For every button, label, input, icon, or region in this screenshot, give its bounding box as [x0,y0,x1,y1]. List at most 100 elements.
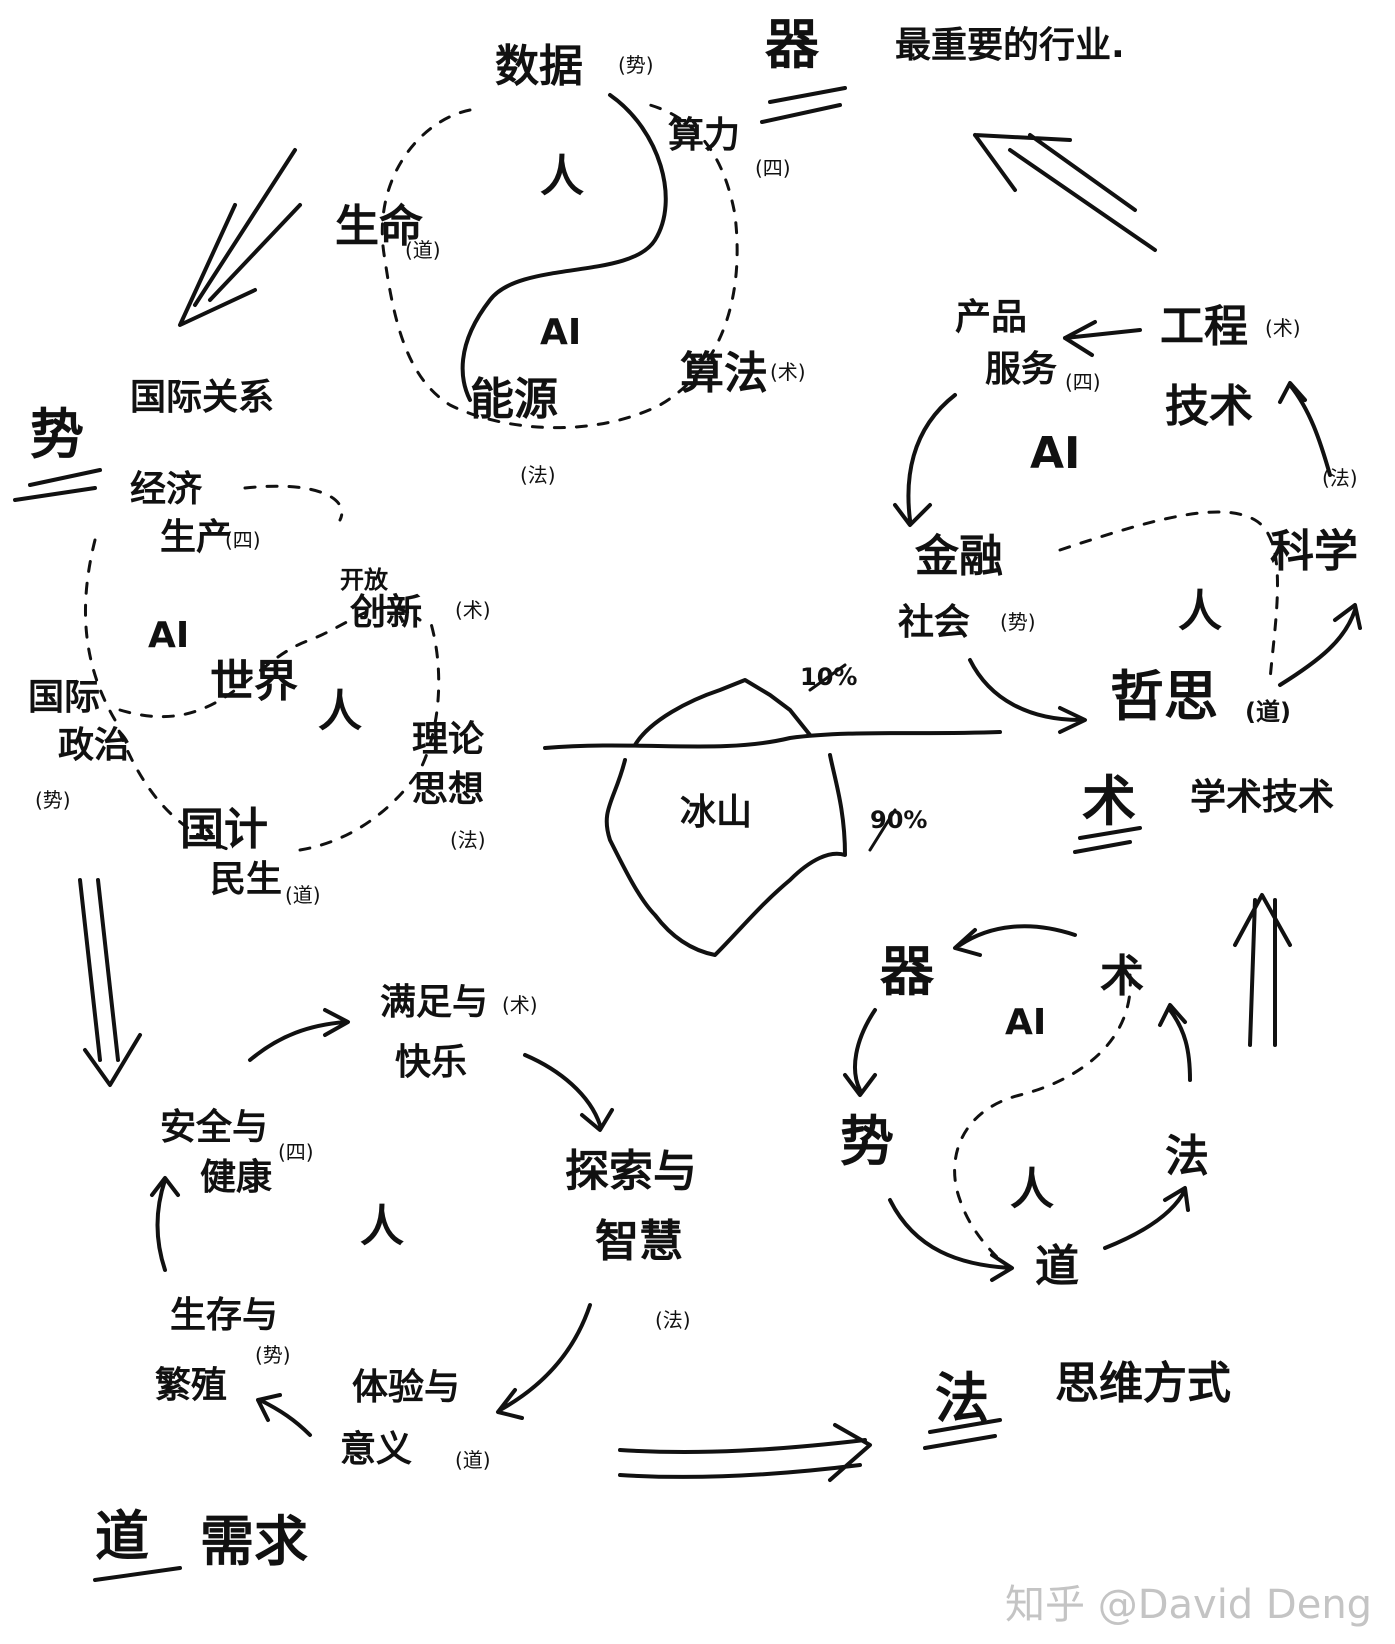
node-finance: 金融 [915,535,1003,579]
meta-arrow-shi-to-dao [890,1200,1012,1280]
meta-shu: 术 [1100,955,1144,999]
needs-arrow-safety-to-satisfy [250,1010,348,1060]
dao-description: 需求 [200,1515,308,1569]
node-experience: 体验与 [352,1370,460,1406]
tech-arrow-eng-to-product [1065,322,1140,355]
node-safety-tag: (四) [278,1142,314,1162]
fa-description: 思维方式 [1055,1362,1231,1406]
meta-center-ai: AI [1005,1005,1046,1041]
tech-arrow-science-to-engineering [1280,383,1330,475]
tech-arrow-product-to-finance [895,395,955,525]
arrow-to-world [180,150,295,325]
node-product-tag: (四) [1065,372,1101,392]
node-energy: 能源 [470,378,558,422]
shi-description: 国际关系 [130,380,274,416]
node-satisfy-tag: (术) [502,995,538,1015]
node-satisfy: 满足与 [380,985,488,1021]
tech-cycle-s-curve [1060,512,1278,680]
node-algorithm-tag: (术) [770,362,806,382]
node-experience-tag: (道) [455,1450,491,1470]
arrow-to-world-inner [210,205,300,300]
node-safety: 安全与 [160,1110,268,1146]
node-product: 产品 [955,300,1027,336]
world-center-ai: AI [148,618,189,654]
iceberg-bottom-percent: 90% [870,808,927,832]
node-engineering-tag: (术) [1265,318,1301,338]
tech-center-person: 人 [1178,590,1222,634]
meta-qi: 器 [880,945,934,999]
node-politics-2: 政治 [58,728,130,764]
needs-arrow-experience-to-survive [258,1395,310,1435]
node-survive: 生存与 [170,1298,278,1334]
node-open-tag: (术) [455,600,491,620]
node-data-tag: (势) [618,55,654,75]
industry-cycle-s-curve [463,95,666,400]
meta-dao: 道 [1035,1245,1079,1289]
industry-center-person: 人 [540,155,584,199]
node-economy-2: 生产 [160,520,232,556]
meta-center-person: 人 [1010,1168,1054,1212]
shi-underline [15,470,100,500]
dao-underline [95,1568,180,1580]
arrow-up-to-shu [1235,895,1290,1045]
node-satisfy-2: 快乐 [395,1045,467,1081]
node-theory: 理论 [412,722,484,758]
node-livelihood-tag: (道) [285,885,321,905]
node-livelihood-2: 民生 [210,862,282,898]
meta-arrow-fa-to-shu [1160,1005,1190,1080]
arrow-to-qi [975,135,1155,250]
watermark: 知乎 @David Deng [1005,1572,1372,1630]
node-survive-tag: (势) [255,1345,291,1365]
iceberg-waterline [545,732,1000,748]
node-science-tag: (法) [1322,468,1358,488]
node-engineering: 工程 [1160,305,1248,349]
node-philosophy: 哲思 [1110,670,1218,724]
node-politics: 国际 [28,680,100,716]
node-finance-tag: (势) [1000,612,1036,632]
shi-heading: 势 [30,408,84,462]
needs-arrow-survive-to-safety [152,1178,178,1270]
meta-fa: 法 [1165,1135,1209,1179]
node-product-2: 服务 [985,352,1057,388]
node-energy-tag: (法) [520,465,556,485]
tech-arrow-finance-to-philosophy [970,660,1085,732]
iceberg-top-percent: 10% [800,665,857,689]
node-engineering-2: 技术 [1165,385,1253,429]
node-science: 科学 [1270,530,1358,574]
node-theory-2: 思想 [412,772,484,808]
world-center-person: 人 [318,690,362,734]
needs-arrow-explore-to-experience [498,1305,590,1418]
qi-description: 最重要的行业. [895,28,1125,64]
world-center-world: 世界 [210,660,298,704]
iceberg-top [635,680,810,745]
needs-arrow-satisfy-to-explore [525,1055,612,1130]
node-survive-2: 繁殖 [155,1368,227,1404]
node-experience-2: 意义 [340,1432,412,1468]
arrow-to-fa [620,1425,870,1480]
meta-shi: 势 [840,1115,894,1169]
needs-center-person: 人 [360,1205,404,1249]
node-life-tag: (道) [405,240,441,260]
node-safety-2: 健康 [200,1160,272,1196]
node-economy-tag: (四) [225,530,261,550]
node-philosophy-tag: (道) [1245,700,1291,724]
node-explore-tag: (法) [655,1310,691,1330]
node-theory-tag: (法) [450,830,486,850]
node-economy: 经济 [130,472,202,508]
industry-center-ai: AI [540,315,581,351]
arrow-to-needs [80,880,140,1085]
meta-arrow-qi-to-shi [845,1010,875,1095]
tech-arrow-philosophy-to-science [1280,605,1360,685]
qi-heading: 器 [765,18,819,72]
fa-heading: 法 [935,1372,989,1426]
node-finance-2: 社会 [898,605,970,641]
dao-heading: 道 [95,1510,149,1564]
meta-arrow-dao-to-fa [1105,1188,1188,1248]
node-politics-tag: (势) [35,790,71,810]
tech-center-ai: AI [1030,432,1080,476]
node-explore: 探索与 [565,1150,697,1194]
shu-description: 学术技术 [1190,780,1334,816]
qi-underline [762,88,845,122]
shu-heading: 术 [1082,775,1136,829]
node-open: 开放 [340,568,388,592]
